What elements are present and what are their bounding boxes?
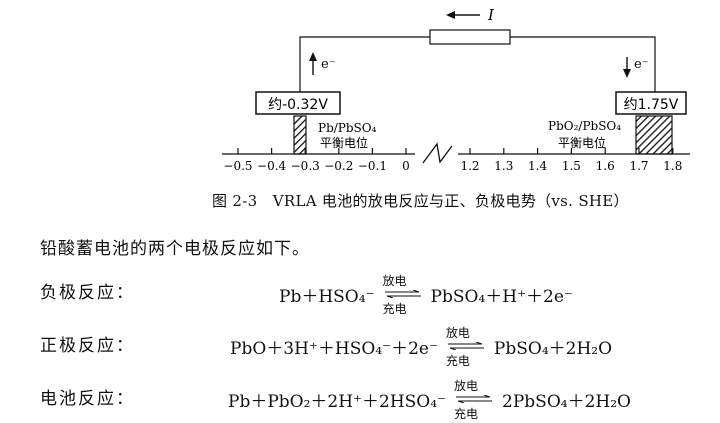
right-axis-tick-label: 1.6 <box>596 159 615 173</box>
right-couple-label: PbO₂/PbSO₄ <box>548 119 621 133</box>
current-arrow-icon <box>446 11 480 19</box>
left-axis-tick-label: −0.3 <box>291 159 320 173</box>
right-potential-box <box>615 91 687 115</box>
positive-reaction-equation: PbO＋3H⁺＋HSO₄⁻＋2e⁻ 放电 充电 PbSO₄＋2H₂O <box>230 322 612 370</box>
left-axis-tick-label: −0.5 <box>223 159 252 173</box>
left-equilibrium-label: 平衡电位 <box>320 135 368 150</box>
right-axis-tick-label: 1.3 <box>494 159 513 173</box>
right-tick-group: 1.2 1.3 1.4 1.5 1.6 1.7 1.8 <box>460 148 682 173</box>
right-axis-tick-label: 1.4 <box>528 159 547 173</box>
double-arrow-icon <box>456 395 493 403</box>
positive-reaction-label: 正极反应： <box>40 336 135 356</box>
right-electron-arrow-icon <box>623 57 631 78</box>
discharge-label: 放电 <box>454 379 479 393</box>
right-axis-tick-label: 1.2 <box>460 159 479 173</box>
right-axis-tick-label: 1.5 <box>562 159 581 173</box>
left-potential-box <box>255 91 341 115</box>
left-axis-tick-label: −0.4 <box>257 159 287 173</box>
cell-reaction-equation: Pb＋PbO₂＋2H⁺＋2HSO₄⁻ 放电 充电 2PbSO₄＋2H₂O <box>228 375 631 423</box>
intro-text: 铅酸蓄电池的两个电极反应如下。 <box>40 239 310 259</box>
left-axis-tick-label: −0.1 <box>358 159 387 173</box>
reversible-arrow: 放电 充电 <box>383 270 423 318</box>
right-axis-tick-label: 1.7 <box>629 159 648 173</box>
negative-rhs: PbSO₄＋H⁺＋2e⁻ <box>430 286 573 307</box>
left-potential-value: 约-0.32V <box>268 97 328 113</box>
right-axis-tick-label: 1.8 <box>663 159 682 173</box>
right-equilibrium-label: 平衡电位 <box>558 135 606 150</box>
negative-reaction-equation: Pb＋HSO₄⁻ 放电 充电 PbSO₄＋H⁺＋2e⁻ <box>279 270 573 318</box>
double-arrow-icon <box>447 342 484 350</box>
cell-reaction-label: 电池反应： <box>40 389 135 409</box>
charge-label: 充电 <box>382 302 407 316</box>
negative-lhs: Pb＋HSO₄⁻ <box>279 286 375 307</box>
negative-reaction-label: 负极反应： <box>40 283 135 303</box>
charge-label: 充电 <box>454 407 479 421</box>
potential-axis <box>222 142 690 164</box>
left-electron-arrow-icon <box>309 52 317 75</box>
left-tick-group: −0.5 −0.4 −0.3 −0.2 −0.1 0 <box>223 148 410 173</box>
electrode-potential-diagram: I e⁻ 约-0.32V Pb/PbSO₄ 平衡电位 e⁻ 约1.75V PbO… <box>222 6 690 173</box>
left-couple-label: Pb/PbSO₄ <box>318 121 377 135</box>
reversible-arrow: 放电 充电 <box>454 375 494 423</box>
discharge-label: 放电 <box>445 326 470 340</box>
right-electron-label: e⁻ <box>634 57 649 72</box>
circuit-wire <box>299 36 656 92</box>
right-electrode-bar <box>635 115 673 155</box>
left-axis-tick-label: −0.2 <box>324 159 353 173</box>
discharge-label: 放电 <box>382 274 407 288</box>
left-electrode-bar <box>293 115 307 155</box>
left-axis-tick-label: 0 <box>402 159 410 173</box>
cell-lhs: Pb＋PbO₂＋2H⁺＋2HSO₄⁻ <box>228 391 447 412</box>
resistor <box>429 29 511 45</box>
figure-caption: 图 2-3 VRLA 电池的放电反应与正、负极电势（vs. SHE） <box>212 192 629 210</box>
left-electron-label: e⁻ <box>321 57 336 72</box>
cell-rhs: 2PbSO₄＋2H₂O <box>502 391 631 412</box>
right-potential-value: 约1.75V <box>624 97 679 113</box>
reversible-arrow: 放电 充电 <box>446 322 486 370</box>
charge-label: 充电 <box>445 354 470 368</box>
double-arrow-icon <box>384 290 421 298</box>
current-label: I <box>487 6 495 24</box>
positive-lhs: PbO＋3H⁺＋HSO₄⁻＋2e⁻ <box>230 338 438 359</box>
positive-rhs: PbSO₄＋2H₂O <box>493 338 613 359</box>
